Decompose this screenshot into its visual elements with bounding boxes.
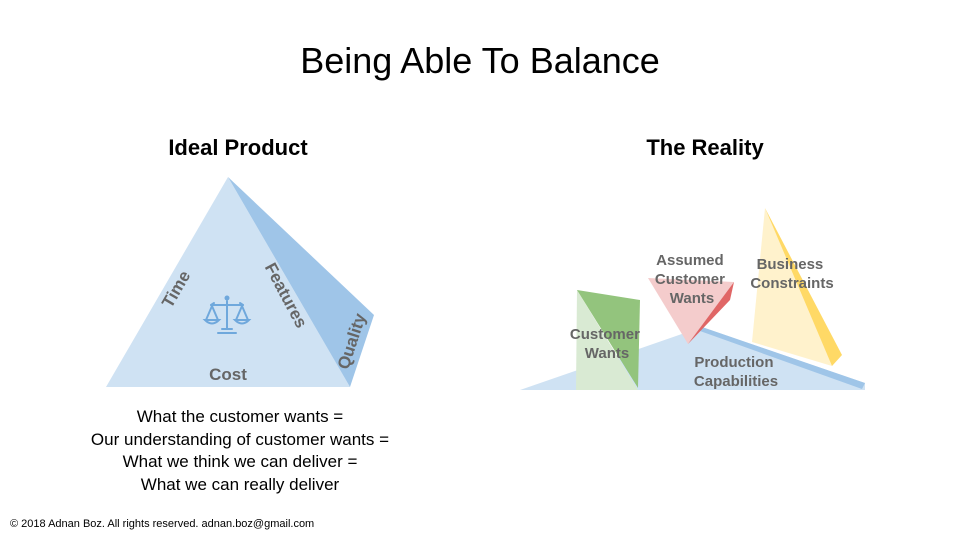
production-capabilities-edge [700, 327, 865, 389]
cost-label: Cost [209, 365, 247, 384]
business-constraints-shape-light [752, 208, 832, 366]
customer-wants-label-line: Customer [570, 326, 640, 343]
customer-wants-label: Customer Wants [570, 326, 644, 362]
equation-line: What we can really deliver [140, 474, 340, 494]
assumed-customer-wants-label-line: Assumed [656, 252, 724, 269]
production-capabilities-label-line: Production [694, 354, 773, 371]
equation-line: What we think we can deliver = [122, 452, 358, 471]
balance-scale-icon [202, 295, 252, 334]
business-constraints-label-line: Business [757, 256, 824, 273]
assumed-customer-wants-shape-dark [688, 282, 734, 344]
customer-wants-shape-light [576, 290, 638, 390]
ideal-product-pyramid: Time Features Quality Cost [106, 177, 374, 387]
assumed-customer-wants-label-line: Customer [655, 271, 725, 288]
business-constraints-shape-dark [765, 208, 842, 366]
slide-title: Being Able To Balance [300, 40, 660, 81]
reality-diagram: Customer Wants Assumed Customer Wants Bu… [520, 208, 865, 390]
equation-line: What the customer wants = [136, 407, 344, 426]
assumed-customer-wants-label: Assumed Customer Wants [655, 252, 729, 307]
balance-equation: What the customer wants = Our understand… [40, 406, 440, 496]
pyramid-side-face [228, 177, 374, 387]
equation-line: Our understanding of customer wants = [90, 429, 390, 449]
customer-wants-label-line: Wants [585, 345, 629, 362]
reality-heading: The Reality [646, 135, 764, 160]
assumed-customer-wants-shape-light [648, 278, 734, 344]
business-constraints-label-line: Constraints [750, 275, 833, 292]
assumed-customer-wants-label-line: Wants [670, 290, 714, 307]
customer-wants-shape-dark [577, 290, 640, 388]
production-capabilities-label-line: Capabilities [694, 373, 778, 390]
production-capabilities-label: Production Capabilities [694, 354, 778, 390]
ideal-product-heading: Ideal Product [168, 135, 308, 160]
pyramid-front-face [106, 177, 350, 387]
copyright-footer: © 2018 Adnan Boz. All rights reserved. a… [10, 518, 315, 530]
business-constraints-label: Business Constraints [750, 256, 833, 292]
